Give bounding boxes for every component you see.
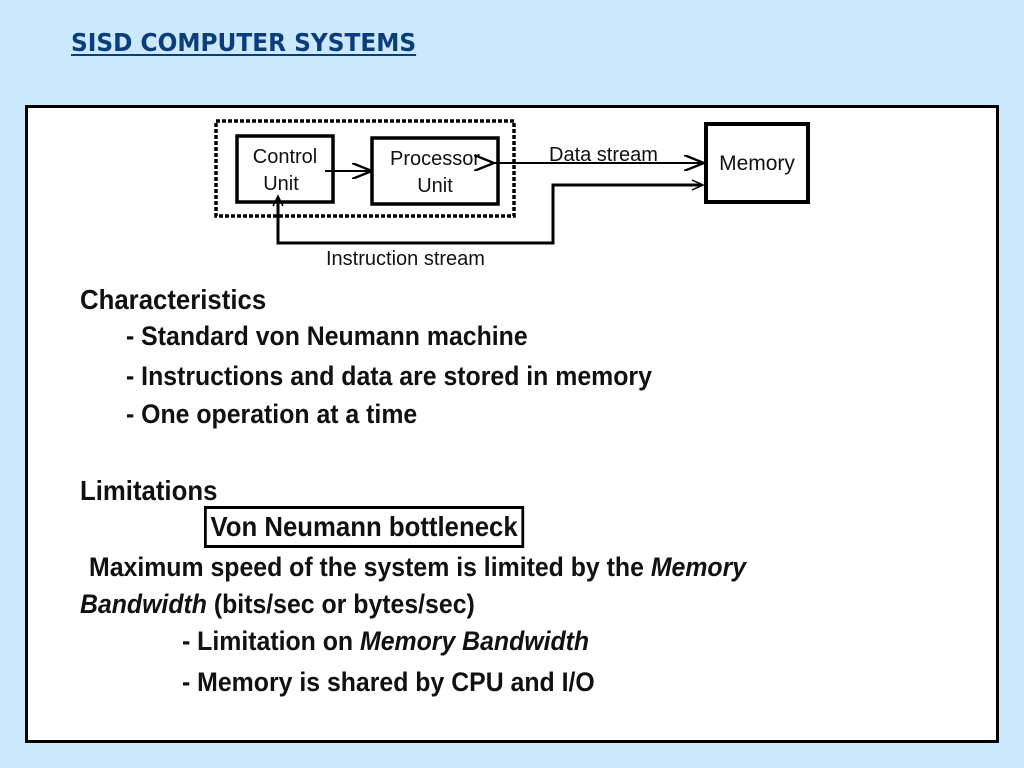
memory-label: Memory bbox=[719, 152, 795, 175]
limitation-text-italic: Memory bbox=[650, 552, 747, 582]
processor-unit-label-2: Unit bbox=[417, 175, 453, 197]
characteristics-heading: Characteristics bbox=[80, 284, 267, 315]
instruction-stream-arrowhead-cu bbox=[272, 194, 284, 207]
characteristic-item: - Standard von Neumann machine bbox=[126, 321, 528, 351]
processor-unit-label-1: Processor bbox=[390, 148, 480, 170]
control-unit-label-1: Control bbox=[253, 146, 317, 168]
limitation-text-line1: Maximum speed of the system is limited b… bbox=[89, 552, 746, 583]
limitations-heading: Limitations bbox=[80, 475, 218, 506]
limitation-item: - Memory is shared by CPU and I/O bbox=[182, 667, 595, 697]
limitation-item: - Limitation on Memory Bandwidth bbox=[182, 626, 589, 657]
control-unit-label-2: Unit bbox=[263, 173, 299, 195]
bottleneck-box: Von Neumann bottleneck bbox=[204, 506, 525, 548]
processor-unit-box bbox=[370, 136, 500, 206]
limitation-text-line2: Bandwidth (bits/sec or bytes/sec) bbox=[80, 589, 475, 620]
limitation-text-regular: Maximum speed of the system is limited b… bbox=[89, 552, 651, 582]
limitation-item-italic: Memory Bandwidth bbox=[360, 626, 590, 656]
control-unit-box bbox=[235, 134, 335, 204]
instruction-stream-line bbox=[276, 183, 702, 245]
instruction-stream-arrowhead-memory bbox=[691, 179, 705, 191]
limitation-item-regular: - Limitation on bbox=[182, 626, 361, 656]
data-stream-label: Data stream bbox=[549, 144, 658, 166]
limitation-text-regular: (bits/sec or bytes/sec) bbox=[206, 589, 475, 619]
instruction-stream-label: Instruction stream bbox=[326, 248, 485, 270]
characteristic-item: - One operation at a time bbox=[126, 399, 418, 429]
content-panel bbox=[25, 105, 999, 743]
memory-box bbox=[704, 122, 810, 204]
slide-title: SISD COMPUTER SYSTEMS bbox=[71, 28, 417, 57]
characteristic-item: - Instructions and data are stored in me… bbox=[126, 361, 652, 391]
limitation-text-italic: Bandwidth bbox=[80, 589, 207, 619]
